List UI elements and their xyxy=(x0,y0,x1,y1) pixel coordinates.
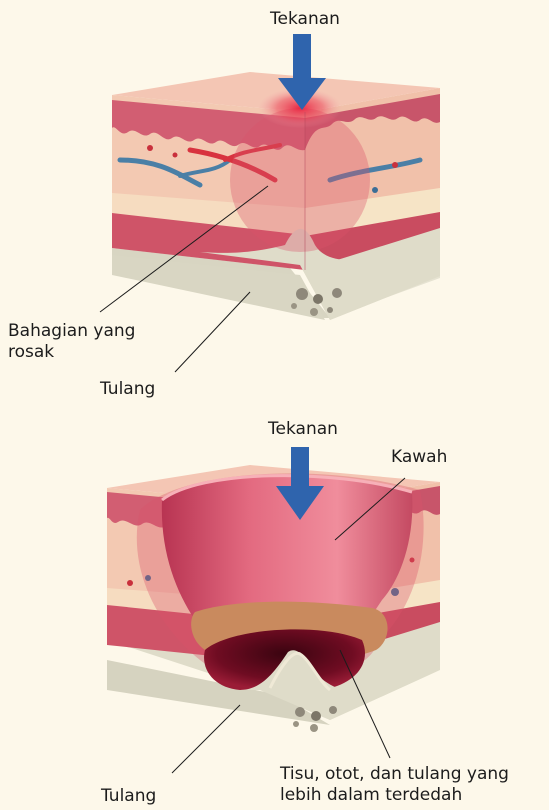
damaged-area-label: Bahagian yang rosak xyxy=(8,321,135,363)
skin-block-2 xyxy=(107,465,440,732)
bone-label-2: Tulang xyxy=(101,786,156,807)
exposed-tissue-label: Tisu, otot, dan tulang yang lebih dalam … xyxy=(280,764,509,806)
pressure-label-1: Tekanan xyxy=(270,9,340,30)
bone-leader-line-2 xyxy=(172,705,240,773)
exposed-tissue-label-line2: lebih dalam terdedah xyxy=(280,785,509,806)
pressure-label-2: Tekanan xyxy=(268,419,338,440)
skin-block-1 xyxy=(112,72,440,320)
bone-leader-line-1 xyxy=(175,292,250,372)
bone-label-1: Tulang xyxy=(100,379,155,400)
damaged-area xyxy=(230,108,370,252)
crater-label: Kawah xyxy=(391,447,447,468)
exposed-tissue-label-line1: Tisu, otot, dan tulang yang xyxy=(280,764,509,785)
damaged-area-label-line2: rosak xyxy=(8,342,135,363)
damaged-area-label-line1: Bahagian yang xyxy=(8,321,135,342)
